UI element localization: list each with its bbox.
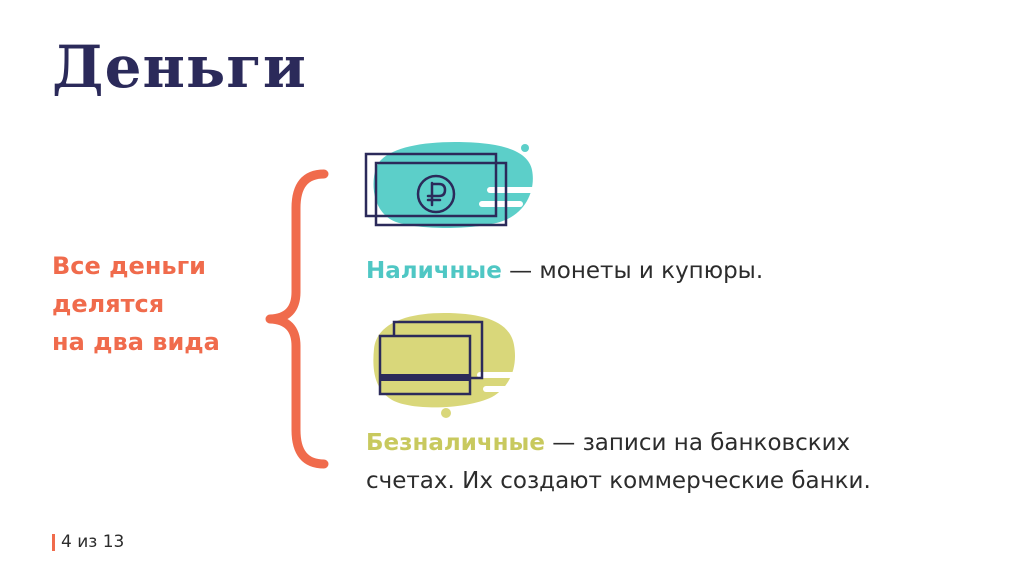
- page-indicator: 4 из 13: [52, 532, 124, 552]
- intro-line-3: на два вида: [52, 328, 220, 356]
- intro-text: Все деньги делятся на два вида: [52, 247, 282, 361]
- bank-card-icon: [373, 313, 523, 418]
- intro-line-1: Все деньги: [52, 252, 206, 280]
- page-indicator-bar: [52, 533, 55, 551]
- cashless-description: Безналичные — записи на банковских счета…: [366, 424, 871, 500]
- curly-brace-icon: [265, 169, 329, 469]
- cashless-term: Безналичные: [366, 430, 545, 456]
- cashless-definition: — записи на банковских: [544, 430, 851, 456]
- page-number: 4 из 13: [61, 532, 125, 552]
- cashless-definition-line-2: счетах. Их создают коммерческие банки.: [366, 468, 871, 494]
- cash-description: Наличные — монеты и купюры.: [366, 252, 763, 290]
- cash-term: Наличные: [366, 258, 502, 284]
- cash-definition: — монеты и купюры.: [501, 258, 764, 284]
- intro-line-2: делятся: [52, 290, 165, 318]
- banknote-ruble-icon: [364, 142, 535, 228]
- page-title: Деньги: [52, 33, 307, 101]
